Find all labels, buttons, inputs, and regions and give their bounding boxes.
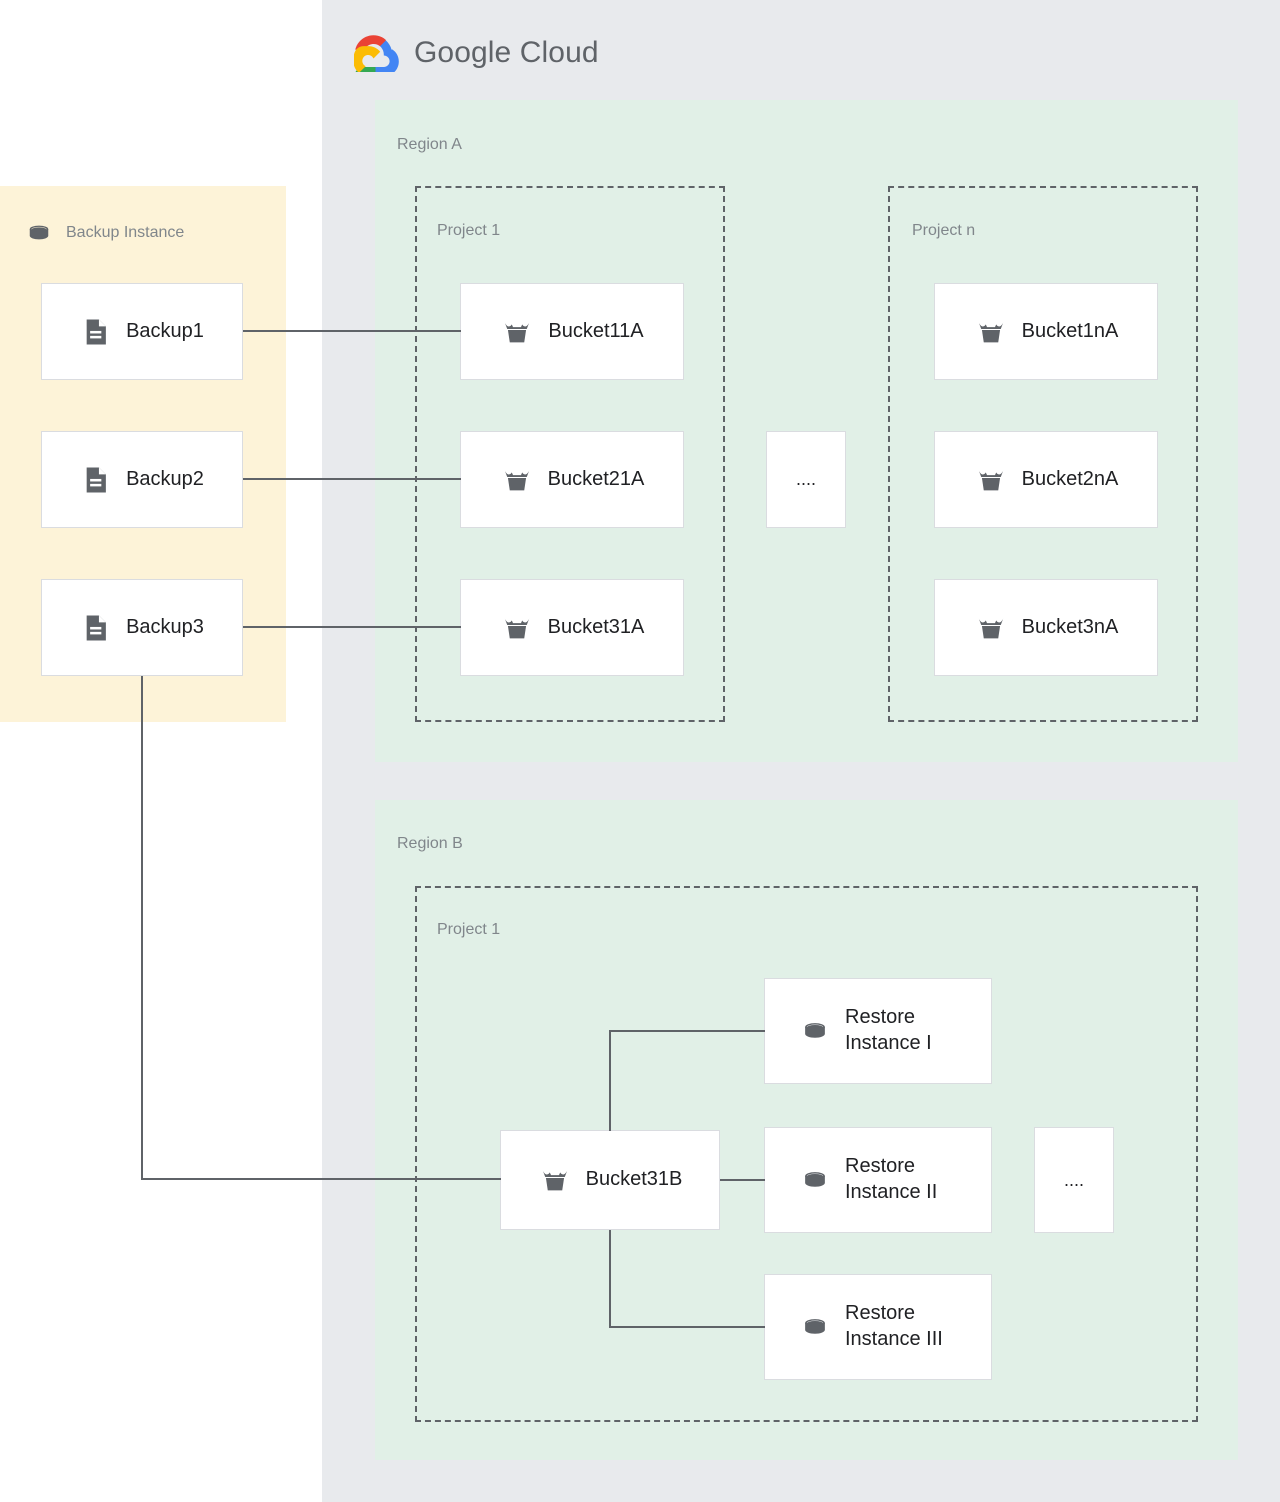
connector-bucket31b-to-restore-iii — [609, 1326, 765, 1328]
google-cloud-brand: Google Cloud — [354, 28, 599, 78]
node-label: Bucket2nA — [1021, 467, 1119, 490]
node-bucket31a[interactable]: Bucket31A — [460, 579, 684, 676]
node-backup1[interactable]: Backup1 — [41, 283, 243, 380]
connector-bucket31b-to-restore-i — [609, 1030, 765, 1032]
region-b-project-1-container — [415, 886, 1198, 1422]
connector-backup3-to-bucket31b — [141, 1178, 501, 1180]
node-bucket31b[interactable]: Bucket31B — [500, 1130, 720, 1230]
region-a-project-n-label: Project n — [912, 222, 976, 239]
backup-instance-title: Backup Instance — [66, 224, 185, 241]
node-restore-instance-i[interactable]: Restore Instance I — [764, 978, 992, 1084]
node-bucket3na[interactable]: Bucket3nA — [934, 579, 1158, 676]
region-b-project-1-label: Project 1 — [437, 921, 501, 938]
node-label: Restore Instance II — [845, 1155, 938, 1203]
region-a-project-1-container — [415, 186, 725, 722]
node-label: Backup3 — [126, 615, 204, 638]
brand-cloud-text: Cloud — [519, 36, 599, 69]
connector-bucket31b-to-restore-ii — [720, 1179, 765, 1181]
document-icon — [80, 612, 112, 644]
node-bucket21a[interactable]: Bucket21A — [460, 431, 684, 528]
brand-google-text: Google — [414, 36, 512, 69]
connector-backup2-to-bucket21a — [243, 478, 461, 480]
region-b-ellipsis-box: .... — [1034, 1127, 1114, 1233]
storage-bucket-icon — [538, 1163, 572, 1197]
storage-bucket-icon — [500, 611, 534, 645]
ellipsis-label: .... — [795, 469, 816, 489]
node-label: Bucket31B — [585, 1168, 683, 1191]
google-cloud-wordmark: Google Cloud — [414, 36, 599, 70]
region-b-label: Region B — [397, 835, 463, 852]
node-label: Bucket3nA — [1021, 615, 1119, 638]
document-icon — [80, 464, 112, 496]
database-cylinder-icon — [799, 1311, 831, 1343]
google-cloud-logo-icon — [354, 34, 400, 72]
node-label: Bucket11A — [548, 319, 644, 342]
node-label: Backup1 — [126, 319, 204, 342]
document-icon — [80, 316, 112, 348]
node-restore-instance-ii[interactable]: Restore Instance II — [764, 1127, 992, 1233]
connector-bucket31b-up-segment — [609, 1031, 611, 1131]
backup-instance-header: Backup Instance — [24, 218, 184, 248]
storage-bucket-icon — [500, 463, 534, 497]
node-label: Restore Instance III — [845, 1302, 943, 1350]
region-a-project-1-label: Project 1 — [437, 222, 501, 239]
connector-backup3-to-bucket31a — [243, 626, 461, 628]
connector-bucket31b-down-segment — [609, 1230, 611, 1327]
storage-bucket-icon — [500, 315, 534, 349]
node-label: Bucket21A — [547, 467, 645, 490]
region-a-label: Region A — [397, 136, 462, 153]
node-backup3[interactable]: Backup3 — [41, 579, 243, 676]
region-a-ellipsis-box: .... — [766, 431, 846, 528]
database-cylinder-icon — [799, 1015, 831, 1047]
node-bucket2na[interactable]: Bucket2nA — [934, 431, 1158, 528]
node-bucket1na[interactable]: Bucket1nA — [934, 283, 1158, 380]
storage-bucket-icon — [974, 315, 1008, 349]
node-bucket11a[interactable]: Bucket11A — [460, 283, 684, 380]
node-label: Bucket31A — [547, 615, 645, 638]
ellipsis-label: .... — [1063, 1169, 1084, 1190]
storage-bucket-icon — [974, 611, 1008, 645]
node-label: Bucket1nA — [1021, 319, 1119, 342]
connector-backup1-to-bucket11a — [243, 330, 461, 332]
database-cylinder-icon — [799, 1164, 831, 1196]
node-restore-instance-iii[interactable]: Restore Instance III — [764, 1274, 992, 1380]
region-a-project-n-container — [888, 186, 1198, 722]
storage-bucket-icon — [974, 463, 1008, 497]
node-label: Restore Instance I — [845, 1006, 932, 1054]
node-label: Backup2 — [126, 467, 204, 490]
database-cylinder-icon — [24, 218, 54, 248]
connector-backup3-down-segment — [141, 676, 143, 1180]
node-backup2[interactable]: Backup2 — [41, 431, 243, 528]
